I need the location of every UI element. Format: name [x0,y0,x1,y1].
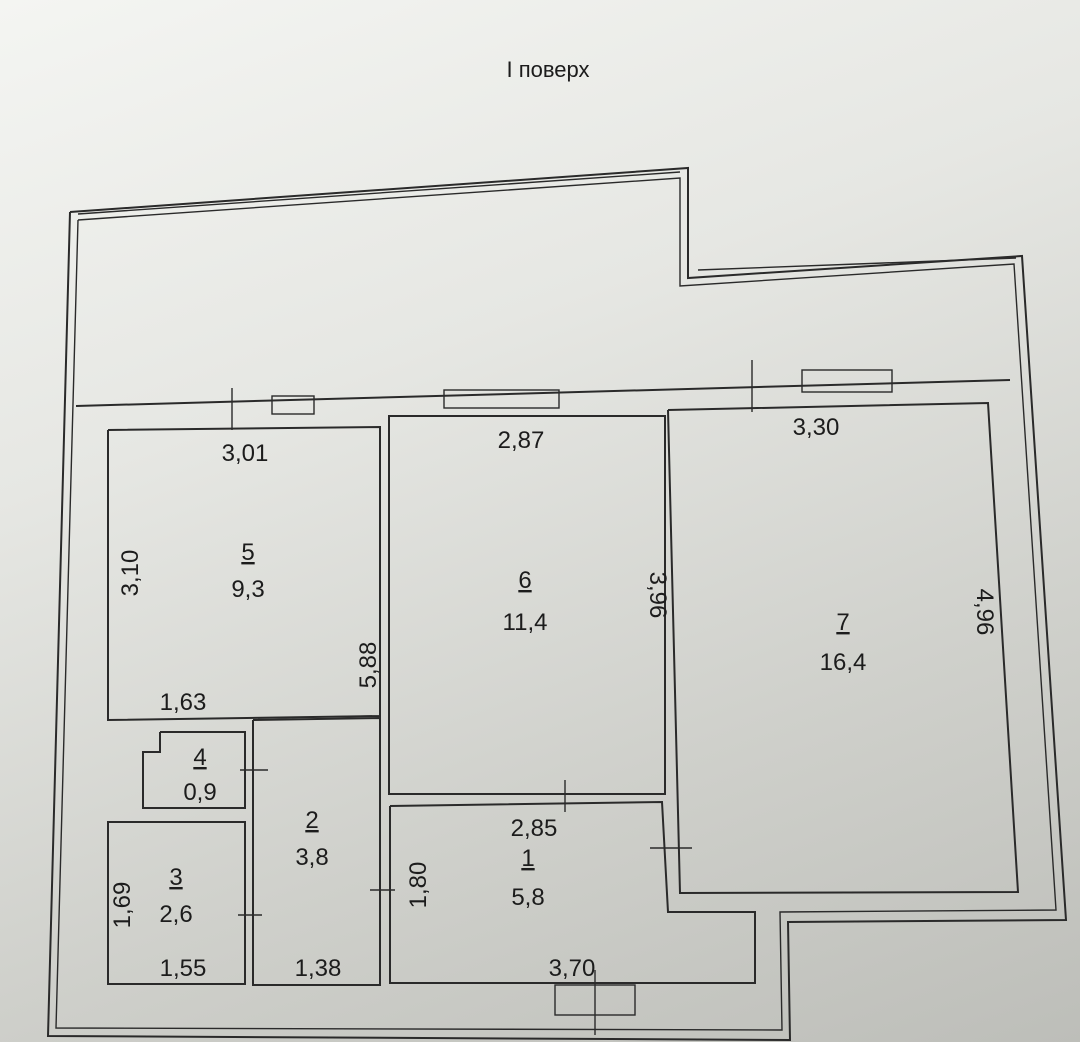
room-3-area: 2,6 [159,901,192,928]
dim-r6-right: 3,96 [644,572,671,619]
room-2-area: 3,8 [295,844,328,871]
dim-r5-left: 3,10 [117,550,144,597]
room-1-area: 5,8 [511,884,544,911]
room-5-area: 9,3 [231,576,264,603]
room-5 [107,425,381,722]
room-5-number: 5 [241,539,254,566]
room-3-number: 3 [169,864,182,891]
room-4-number: 4 [193,744,206,771]
floor-title: І поверх [506,57,589,82]
dim-r1-bottom: 3,70 [549,955,596,982]
room-6-area: 11,4 [503,609,548,636]
dim-r5-right: 5,88 [355,642,382,689]
room-2-number: 2 [305,807,318,834]
room-2 [252,715,381,986]
room-4 [142,731,246,809]
dim-r1-left: 1,80 [405,862,432,909]
room-1-number: 1 [521,845,534,872]
dim-r7-top: 3,30 [793,414,840,441]
dim-r2-bottom: 1,38 [295,955,342,982]
dim-r3-left: 1,69 [109,882,136,929]
room-6 [388,415,666,795]
dim-r5-bottom: 1,63 [160,689,207,716]
dim-r6-top: 2,87 [498,427,545,454]
dim-r7-right: 4,96 [971,589,998,636]
room-3 [107,821,246,985]
room-7 [667,401,1020,895]
dim-r3-bottom: 1,55 [160,955,207,982]
outer-walls [46,166,1068,1042]
room-4-area: 0,9 [183,779,216,806]
dim-r5-top: 3,01 [222,440,269,467]
room-1 [238,769,756,1035]
room-7-number: 7 [836,609,849,636]
balcony-wall [75,360,1011,430]
room-6-number: 6 [518,567,531,594]
room-7-area: 16,4 [820,649,867,676]
dim-r1-top: 2,85 [511,815,558,842]
